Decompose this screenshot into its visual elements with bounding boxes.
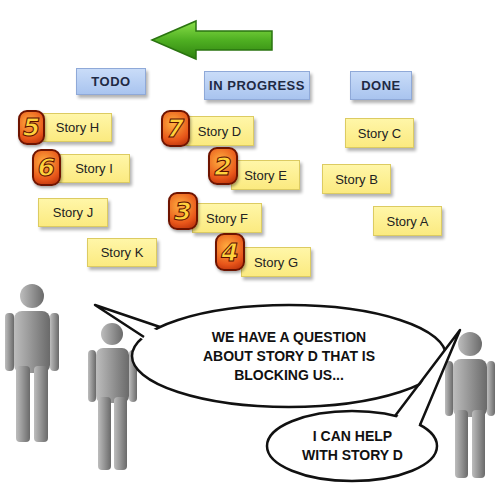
story-card: Story G (241, 247, 311, 277)
node-text: DONE (361, 78, 401, 93)
story-card: Story H (43, 113, 112, 142)
node-text: Story G (254, 255, 298, 270)
node-text: Story B (335, 172, 378, 187)
bubble-outline (265, 410, 440, 482)
callout-number: 4 (215, 233, 245, 271)
story-card: Story B (322, 164, 391, 194)
node-text: Story E (244, 168, 287, 183)
column-header: TODO (76, 68, 146, 95)
bubble-tail-outline (395, 330, 460, 425)
bubble-tail (395, 330, 460, 429)
person-figure (5, 284, 59, 442)
callout-number: 6 (32, 149, 61, 186)
bubble-tail (95, 305, 164, 343)
node-text: TODO (91, 74, 130, 89)
node-text: Story D (198, 124, 241, 139)
node-text: Story F (206, 211, 248, 226)
direction-arrow (152, 21, 272, 59)
person-figure (445, 332, 495, 478)
callout-number: 7 (161, 110, 190, 147)
story-card: Story I (58, 154, 130, 183)
callout-number: 3 (168, 192, 198, 230)
speech-bubble: WE HAVE A QUESTION ABOUT STORY D THAT IS… (130, 303, 448, 409)
column-header: IN PROGRESS (204, 71, 310, 100)
node-text: Story H (56, 120, 99, 135)
callout-number: 2 (208, 147, 238, 185)
node-text: Story I (75, 161, 113, 176)
story-card: Story F (192, 203, 262, 233)
speech-text: WE HAVE A QUESTION ABOUT STORY D THAT IS… (200, 328, 378, 385)
person-figure (88, 323, 137, 470)
column-header: DONE (350, 71, 412, 100)
node-text: Story A (387, 214, 429, 229)
story-card: Story D (185, 116, 254, 146)
node-text: Story C (358, 126, 401, 141)
callout-number: 5 (18, 110, 45, 145)
node-text: Story K (101, 245, 144, 260)
story-card: Story K (87, 238, 157, 267)
bubble-body (132, 305, 446, 407)
story-card: Story J (38, 198, 108, 227)
speech-bubble: I CAN HELP WITH STORY D (265, 410, 440, 482)
node-text: IN PROGRESS (209, 78, 305, 93)
story-card: Story A (373, 206, 442, 236)
story-card: Story C (345, 118, 414, 148)
bubble-tail-outline (95, 305, 160, 337)
speech-text: I CAN HELP WITH STORY D (297, 427, 409, 465)
node-text: Story J (53, 205, 93, 220)
story-card: Story E (231, 160, 300, 190)
